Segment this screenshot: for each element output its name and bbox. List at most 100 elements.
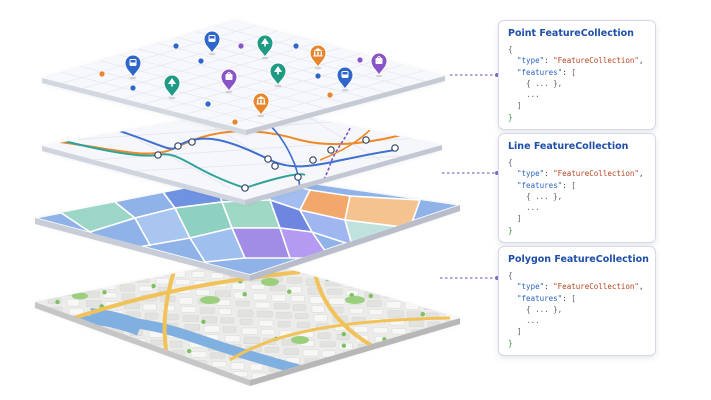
connectors: [440, 74, 497, 279]
tree-dot: [325, 276, 330, 282]
city-block: [76, 344, 93, 352]
city-block: [349, 388, 365, 393]
city-block: [264, 347, 280, 353]
museum-icon: [309, 44, 327, 70]
city-block: [169, 341, 183, 348]
city-block: [440, 296, 454, 302]
city-block: [118, 364, 133, 372]
city-block: [78, 353, 95, 359]
city-block: [404, 302, 419, 310]
station-node: [362, 136, 370, 144]
line-collection-card: Line FeatureCollection { "type": "Featur…: [498, 133, 656, 243]
city-block: [400, 284, 415, 292]
point-marker: [205, 101, 211, 107]
city-block: [139, 374, 155, 380]
point-marker: [198, 58, 204, 64]
city-block: [442, 385, 454, 391]
station-node: [264, 155, 272, 163]
city-block: [99, 363, 114, 370]
city-block: [368, 309, 384, 316]
city-block: [442, 305, 460, 312]
city-block: [332, 396, 348, 400]
point-marker: [130, 85, 136, 91]
city-block: [65, 378, 80, 380]
city-block: [412, 338, 427, 346]
city-block: [290, 295, 305, 302]
city-block: [458, 377, 460, 380]
city-block: [175, 368, 191, 375]
city-block: [378, 354, 395, 362]
tree-dot: [341, 343, 347, 348]
city-block: [201, 316, 217, 324]
city-block: [199, 387, 212, 394]
city-block: [196, 378, 210, 380]
city-block: [41, 270, 57, 278]
tree-icon: [163, 74, 181, 100]
city-block: [60, 272, 75, 279]
city-block: [256, 391, 269, 397]
city-block: [144, 312, 159, 320]
city-block: [211, 361, 227, 368]
city-block: [283, 348, 299, 355]
shopping-bag-icon: [220, 68, 238, 94]
city-block: [222, 326, 237, 333]
city-block: [435, 357, 452, 364]
city-block: [231, 282, 247, 290]
json-snippet: { "type": "FeatureCollection", "features…: [508, 158, 644, 235]
city-block: [239, 318, 253, 325]
city-block: [292, 384, 306, 391]
tree-dot: [112, 348, 117, 354]
city-block: [43, 279, 59, 286]
city-block: [437, 366, 451, 374]
city-block: [271, 294, 287, 302]
city-block: [450, 341, 460, 348]
city-block: [431, 339, 445, 346]
city-block: [269, 285, 286, 292]
city-block: [96, 265, 111, 272]
city-block: [380, 363, 397, 369]
city-block: [414, 347, 431, 355]
tree-dot: [201, 319, 206, 324]
city-block: [243, 336, 261, 344]
tree-dot: [387, 289, 392, 295]
bus-icon: [336, 66, 354, 92]
city-block: [461, 386, 474, 392]
city-block: [311, 386, 323, 391]
city-block: [104, 381, 119, 386]
json-snippet: { "type": "FeatureCollection", "features…: [508, 271, 644, 348]
city-block: [420, 374, 437, 380]
city-block: [346, 378, 360, 380]
city-block: [387, 390, 401, 395]
city-block: [191, 271, 205, 278]
city-block: [161, 385, 176, 392]
city-block: [115, 266, 131, 273]
city-block: [95, 345, 111, 352]
city-block: [330, 387, 345, 393]
station-node: [271, 162, 279, 170]
city-block: [133, 347, 147, 355]
tree-dot: [186, 348, 192, 354]
tree-dot: [55, 299, 60, 305]
bus-icon: [124, 54, 142, 80]
city-block: [224, 335, 241, 343]
tree-dot: [242, 292, 247, 297]
city-block: [363, 371, 381, 377]
tree-dot: [341, 331, 347, 337]
point-marker: [173, 43, 179, 49]
city-block: [385, 381, 400, 387]
city-block: [425, 393, 437, 399]
city-block: [364, 291, 381, 299]
city-block: [302, 349, 319, 357]
city-block: [399, 364, 415, 371]
city-block: [256, 311, 273, 318]
city-block: [344, 369, 361, 376]
city-block: [136, 276, 150, 283]
point-collection-card: Point FeatureCollection { "type": "Featu…: [498, 20, 656, 130]
tree-dot: [102, 290, 107, 295]
city-block: [419, 285, 437, 292]
city-block: [258, 320, 274, 327]
city-block: [72, 326, 90, 332]
city-block: [180, 386, 193, 393]
city-block: [114, 346, 128, 354]
line-layer: [42, 107, 442, 205]
